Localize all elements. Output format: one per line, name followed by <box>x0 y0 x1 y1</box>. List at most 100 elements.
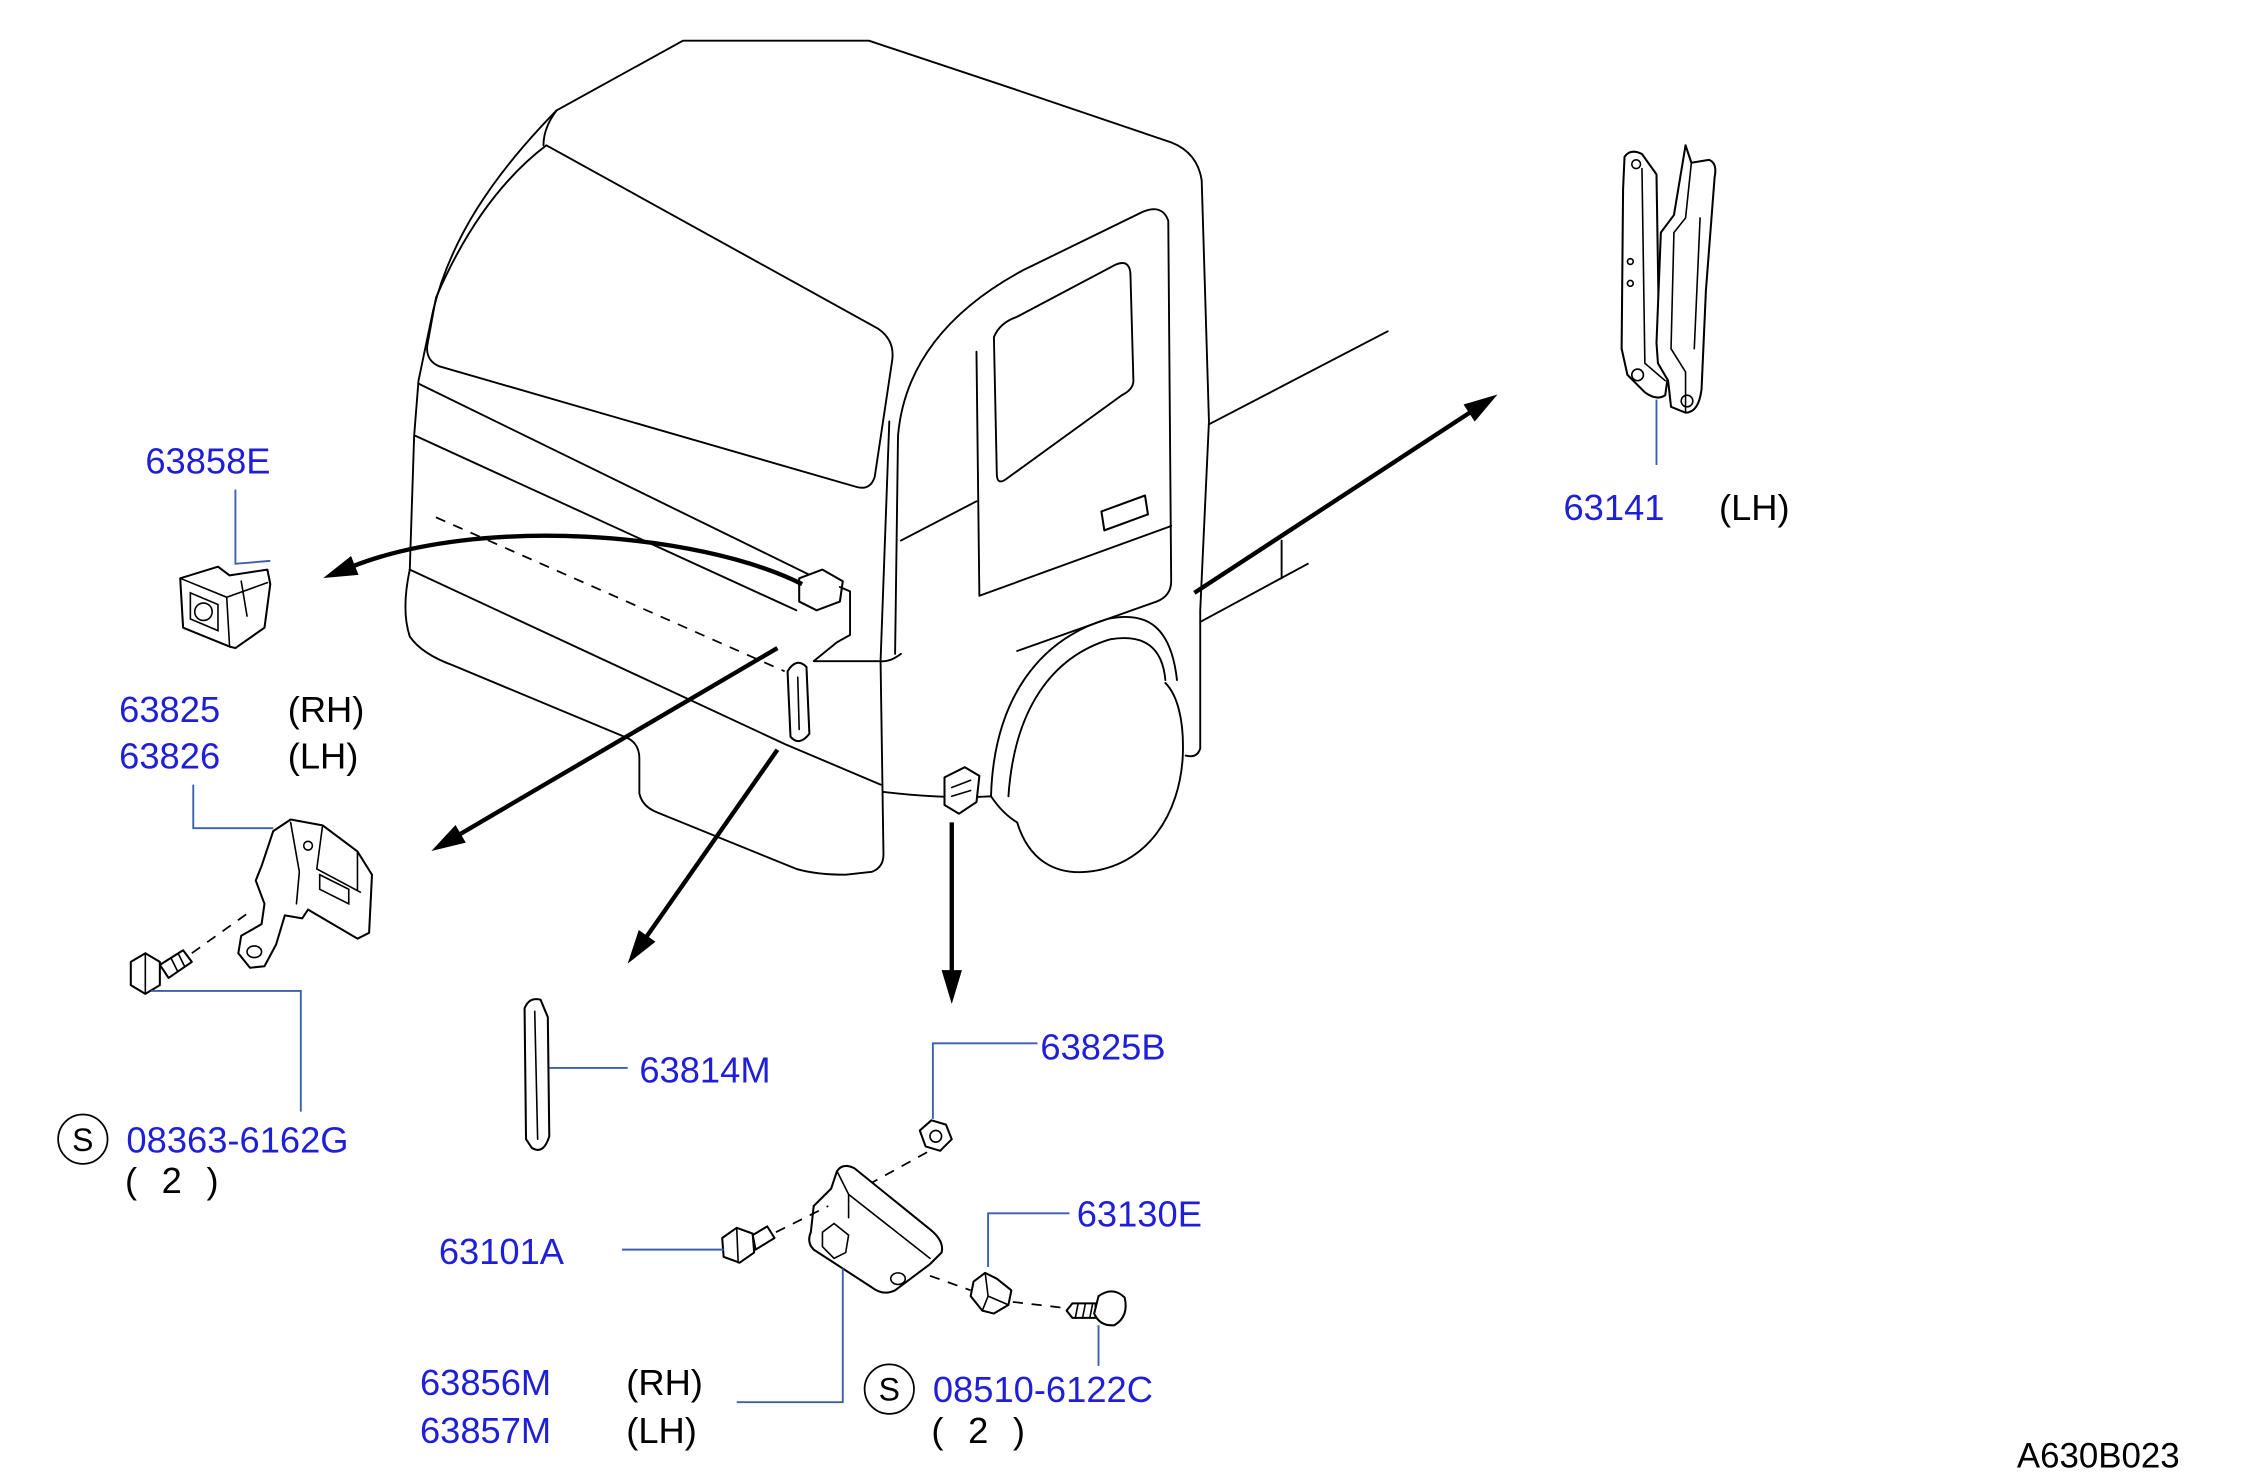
part-08363-bolt <box>129 949 193 995</box>
bracket-slot <box>318 873 350 906</box>
bolt-threads <box>144 952 186 995</box>
grille-upper-line <box>417 382 818 580</box>
callout-63101a: 63101A <box>439 1231 565 1272</box>
callout-63826: 63826 <box>119 736 220 777</box>
callout-63825-side: (RH) <box>288 689 365 730</box>
cab-rear-edge <box>1184 179 1210 758</box>
nut-bore <box>929 1129 943 1143</box>
windshield <box>426 144 894 489</box>
wheel-arch-outer <box>990 615 1178 798</box>
clip-hole <box>193 602 213 622</box>
screw-threads <box>1074 1302 1094 1319</box>
front-panel-hidden-line <box>435 516 786 673</box>
headlamp <box>798 568 844 612</box>
bracket-foot-hole <box>246 945 263 959</box>
reinforcement-hole-right-bottom <box>1680 394 1694 408</box>
arrow-to-63141 <box>1193 394 1498 595</box>
assembly-line-bolt-to-lower-bracket <box>775 1205 829 1233</box>
standard-part-symbol-icon <box>57 1113 109 1165</box>
callout-63856m-side: (RH) <box>626 1362 703 1403</box>
reinforcement-right-flange <box>1670 161 1701 414</box>
leader-08363 <box>151 990 302 1112</box>
cab-front-left-edge <box>408 310 434 571</box>
part-63825-bracket <box>237 818 374 969</box>
part-63141-reinforcement <box>1620 144 1717 414</box>
front-bumper-top <box>408 568 882 786</box>
strip-inner-edge <box>533 1010 539 1140</box>
front-bumper-outline <box>404 568 885 876</box>
bracket-hole-upper <box>302 840 314 851</box>
part-63825b-nut <box>918 1119 953 1152</box>
callout-63141: 63141 <box>1564 487 1665 528</box>
callout-63814m: 63814M <box>639 1050 770 1091</box>
mudguard-mount-detail <box>950 779 972 798</box>
part-63130e-clip <box>969 1271 1013 1315</box>
assembly-line-nut-to-bracket <box>868 1151 928 1185</box>
bolt-head-edge <box>735 1227 739 1264</box>
callout-63825: 63825 <box>119 689 220 730</box>
cargo-bed-top-rail <box>1208 330 1389 426</box>
callout-08510-6122c: 08510-6122C <box>933 1369 1153 1410</box>
leader-63130e <box>987 1212 1070 1268</box>
door-window <box>992 262 1135 483</box>
lower-bracket-body <box>808 1164 944 1294</box>
clip-body <box>179 565 272 650</box>
callout-63141-side: (LH) <box>1719 487 1790 528</box>
callout-63825b: 63825B <box>1040 1026 1165 1067</box>
leader-63856m <box>736 1268 844 1404</box>
part-63856m-bracket <box>808 1164 944 1294</box>
reinforcement-hole-top <box>1630 159 1642 170</box>
leader-63825 <box>192 784 274 830</box>
reinforcement-hole-bottom <box>1630 368 1645 382</box>
figure-code: A630B023 <box>2017 1437 2180 1476</box>
callout-08510-quantity: ( 2 ) <box>931 1410 1032 1451</box>
assembly-line-bracket-to-clip <box>929 1274 971 1292</box>
callout-63858e: 63858E <box>145 441 270 482</box>
nut-body <box>918 1119 953 1152</box>
callout-63857m: 63857M <box>420 1410 551 1451</box>
callout-08363-quantity: ( 2 ) <box>125 1160 226 1201</box>
lower-bracket-square-hole <box>821 1222 850 1260</box>
headlamp-bezel <box>812 586 882 663</box>
side-marker-lamp-inner <box>796 676 800 731</box>
callout-63130e: 63130E <box>1077 1193 1202 1234</box>
door-front-edge <box>975 350 1173 597</box>
callout-63826-side: (LH) <box>288 736 359 777</box>
part-08510-screw <box>1065 1290 1127 1327</box>
mudguard-mount-bracket <box>943 766 981 815</box>
leader-63825b <box>931 1042 1038 1119</box>
grille-lower-line <box>414 434 798 612</box>
arrow-to-63858e <box>323 533 804 587</box>
wheel-arch-inner <box>1007 637 1167 798</box>
reinforcement-hole-mid-1 <box>1626 257 1635 266</box>
standard-part-symbol-icon <box>863 1363 915 1415</box>
lower-bracket-round-hole <box>889 1272 907 1286</box>
part-63101a-bolt <box>721 1225 776 1264</box>
clip-nut-body <box>969 1271 1013 1315</box>
assembly-line-bolt-to-bracket <box>191 908 254 954</box>
screw-head <box>1093 1290 1127 1327</box>
cab-roof-front-lip <box>542 109 558 147</box>
cab-front-right-corner <box>879 420 891 663</box>
bolt-shaft <box>751 1225 776 1251</box>
cargo-bed-lower-rail <box>1199 539 1309 623</box>
assembly-line-clip-to-screw <box>1012 1301 1076 1311</box>
vent-window-line <box>899 500 978 542</box>
front-wheel <box>1016 681 1184 874</box>
truck-drawing <box>404 39 1389 876</box>
leader-63858e <box>234 489 271 565</box>
arrow-to-63814m <box>627 748 780 964</box>
standard-part-symbol-label: S <box>72 1122 93 1158</box>
cab-side-sill <box>879 652 1019 824</box>
clip-face-recess <box>189 591 219 632</box>
part-63858e-clip <box>179 565 272 650</box>
bracket-body <box>237 818 374 969</box>
cab-roof-outline <box>432 39 1203 312</box>
lower-bracket-fold <box>836 1170 931 1260</box>
reinforcement-left-flange <box>1641 167 1667 382</box>
callout-08363-6162g: 08363-6162G <box>126 1119 348 1160</box>
part-63814m-strip <box>523 998 551 1151</box>
reinforcement-hole-mid-2 <box>1626 279 1635 288</box>
bracket-folds <box>289 821 362 905</box>
